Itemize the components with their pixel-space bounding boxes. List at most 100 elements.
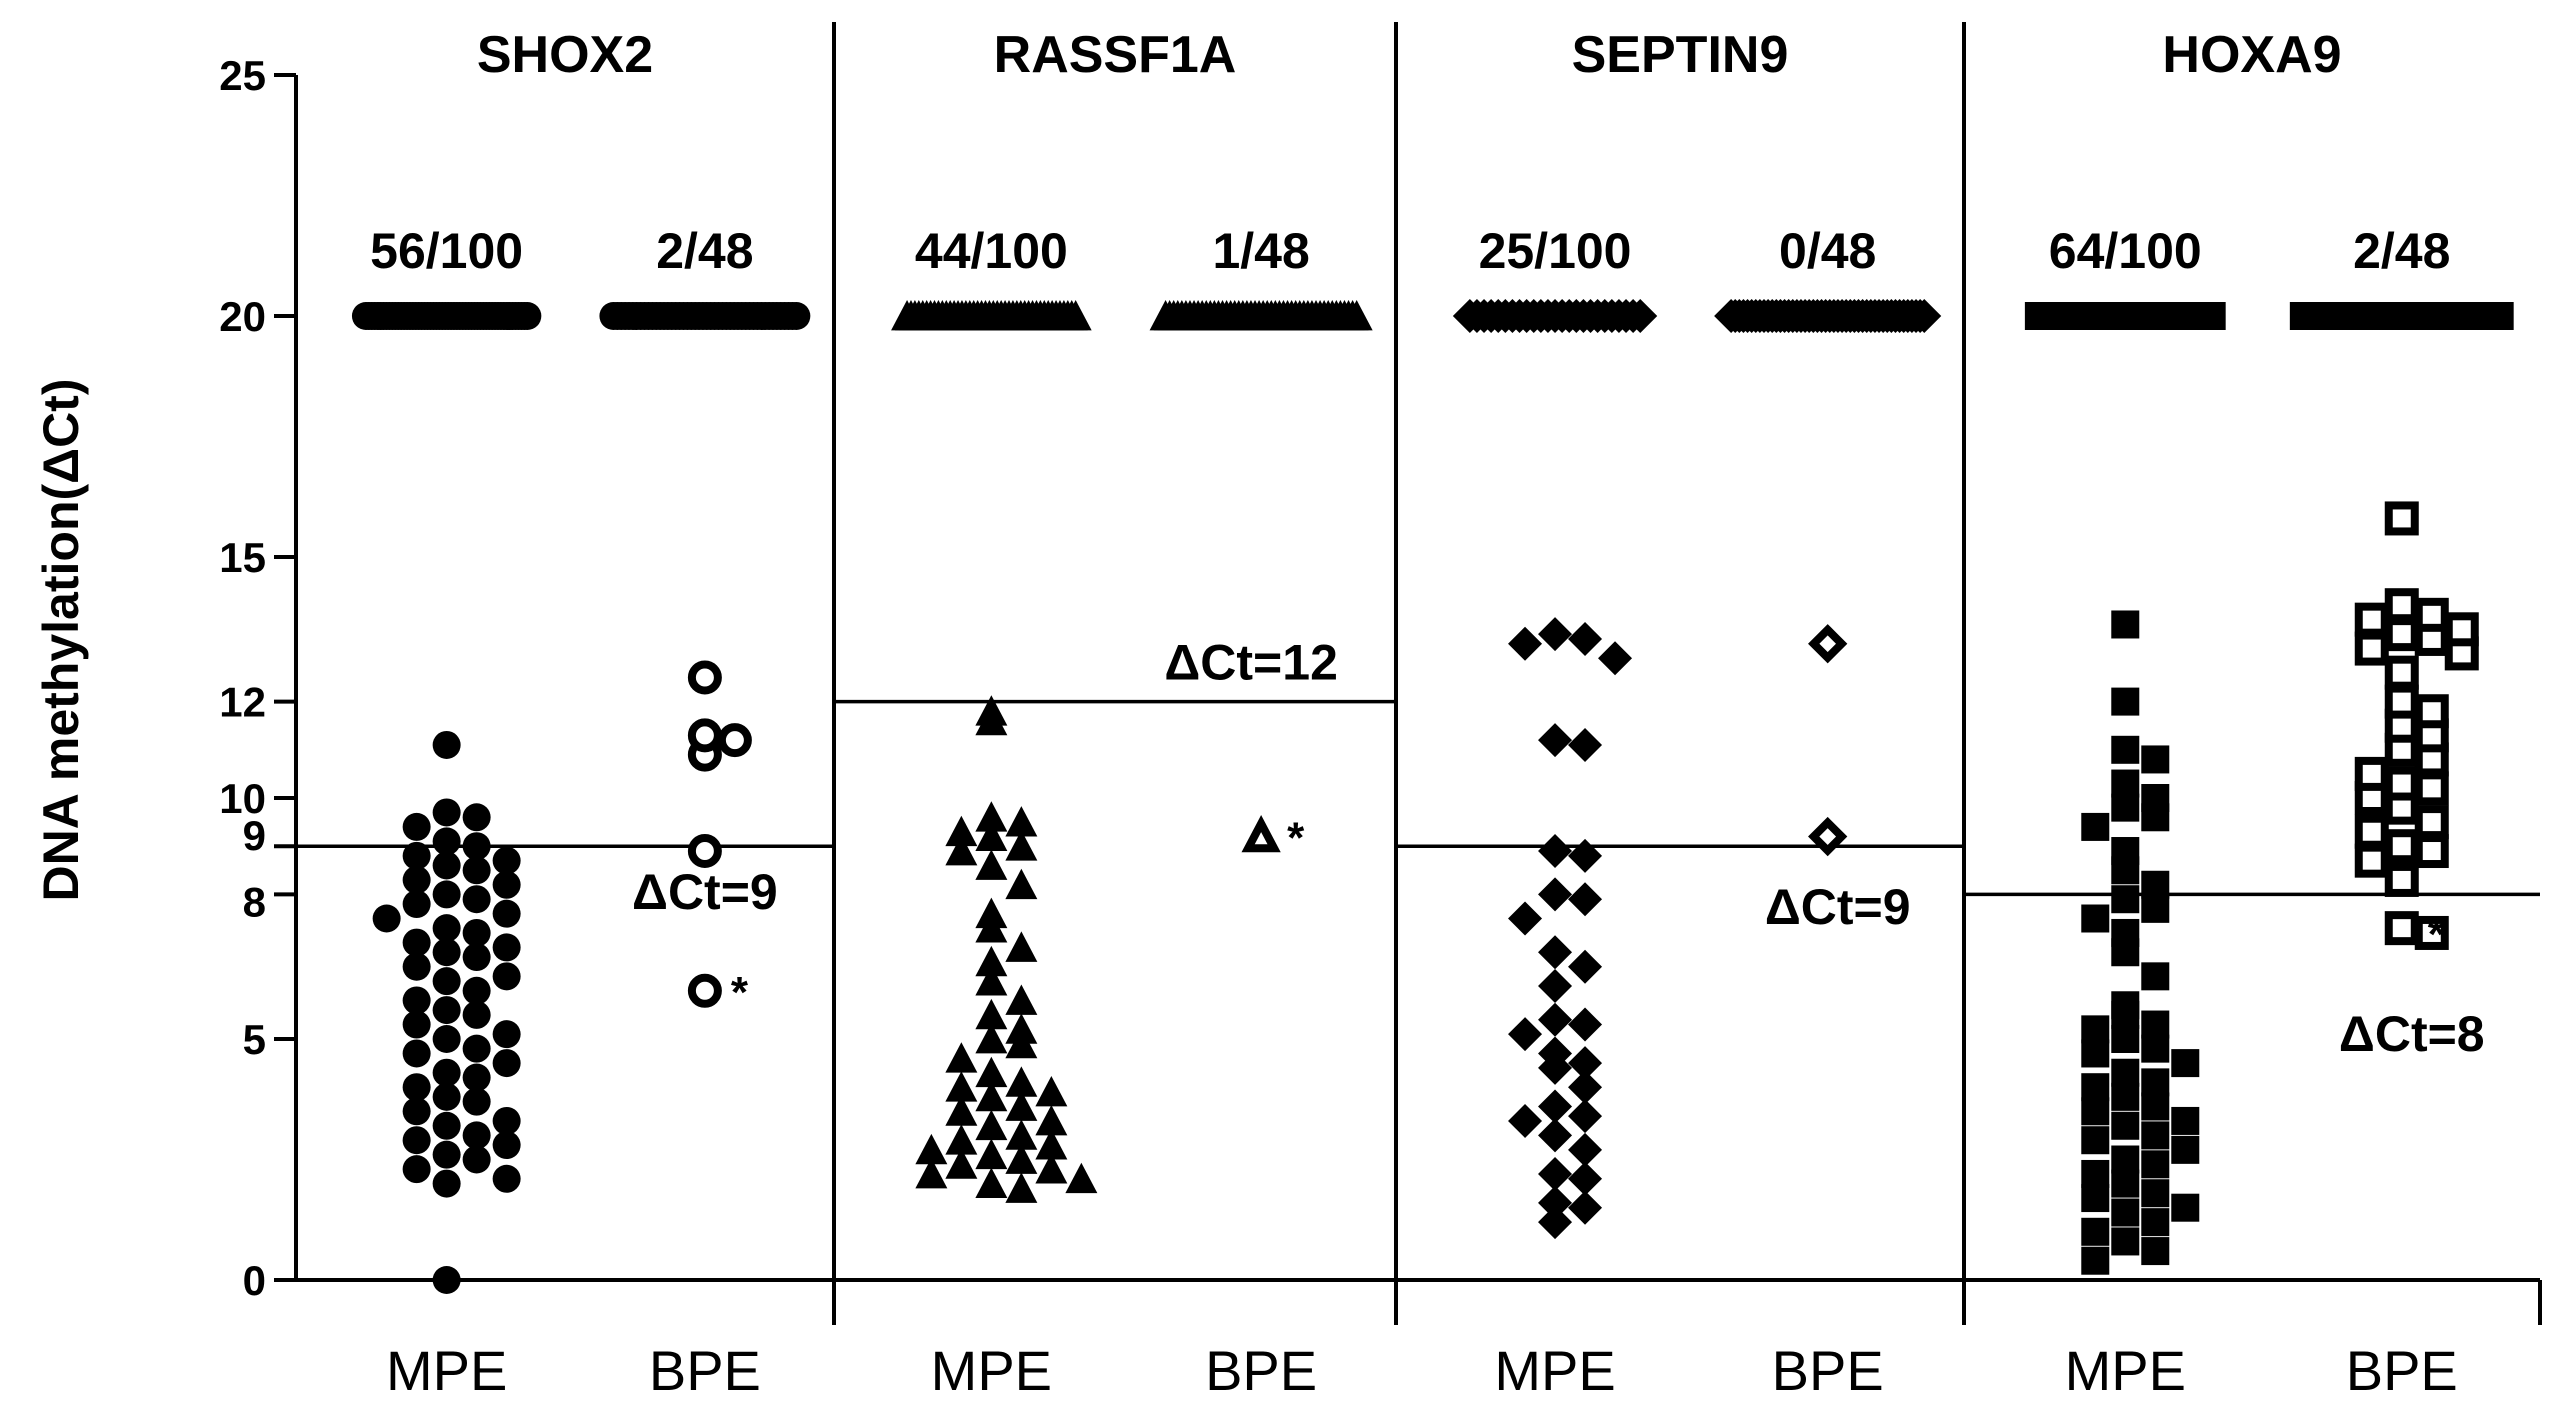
data-point-triangle [975,965,1008,996]
data-point-diamond [1508,626,1543,661]
data-point-square [2414,694,2449,729]
positive-count-label: 44/100 [915,223,1068,279]
data-point-circle [492,1106,521,1135]
data-point-square [2414,597,2449,632]
data-point-square [2111,1058,2140,1087]
y-tick-label: 15 [219,534,266,581]
data-point-circle [492,1049,521,1078]
data-point-circle [402,952,431,981]
data-point-diamond [1568,1190,1603,1225]
asterisk-marker: * [731,968,749,1017]
data-point-square [2081,812,2110,841]
data-point-triangle [975,1109,1008,1141]
data-point-triangle [1005,984,1038,1015]
data-point-circle [432,851,461,880]
data-point-square [2111,918,2140,947]
data-point-circle [432,938,461,967]
data-point-circle [432,1082,461,1111]
data-point-square [2111,687,2140,716]
data-point-circle [462,1087,491,1116]
y-tick-label: 25 [219,52,266,99]
data-point-triangle [975,1023,1008,1054]
data-point-triangle [1005,830,1038,861]
data-point-diamond [1538,617,1573,652]
data-point-triangle [1035,1104,1068,1136]
data-point-square [2354,602,2389,637]
data-point-square [2171,1135,2200,1164]
data-point-square [2141,1068,2170,1097]
data-point-circle [492,846,521,875]
data-point-square [2354,631,2389,666]
data-point-circle [432,730,461,759]
data-point-circle [432,880,461,909]
data-point-circle [462,918,491,947]
data-point-square [2384,862,2419,897]
data-point-circle [432,1058,461,1087]
group-bpe: BPE 2/48 * [599,223,811,1402]
data-point-square [2111,1227,2140,1256]
gene-title: HOXA9 [2162,26,2341,84]
data-point-square [2384,766,2419,801]
positive-count-label: 1/48 [1212,223,1309,279]
data-point-triangle [1005,1090,1038,1121]
data-point-circle [432,1111,461,1140]
data-point-circle [492,1020,521,1049]
data-point-square [2111,1169,2140,1198]
data-point-diamond [1568,1070,1603,1105]
data-point-circle [402,1073,431,1102]
data-point-circle [402,1097,431,1126]
data-point-triangle [975,695,1008,726]
data-point-circle [462,885,491,914]
data-point-circle [402,986,431,1015]
data-point-diamond [1568,1132,1603,1167]
data-point-circle [402,865,431,894]
y-axis-label: DNA methylation(ΔCt) [33,379,89,902]
data-point-square [2141,894,2170,923]
data-point-circle [432,798,461,827]
x-category-label: BPE [1772,1339,1884,1402]
data-point-diamond [1907,299,1942,333]
data-point-triangle [1005,868,1038,900]
positive-count-label: 2/48 [656,223,753,279]
y-tick-label: 20 [219,293,266,340]
data-point-square [2171,1106,2200,1135]
data-point-triangle [1005,931,1038,962]
data-point-triangle [1005,1066,1038,1097]
data-point-diamond [1508,901,1543,936]
data-point-circle [402,841,431,870]
cutoff-label: ΔCt=9 [1765,879,1911,935]
data-point-square [2141,745,2170,774]
positive-count-label: 56/100 [370,223,523,279]
data-point-triangle [1035,1153,1068,1184]
data-point-square [2384,684,2419,719]
asterisk-marker: * [2428,910,2446,959]
data-point-circle [782,302,811,330]
data-point-diamond [1623,299,1658,333]
x-category-label: BPE [2346,1339,2458,1402]
data-point-square [2141,1010,2170,1039]
data-point-triangle [1005,1143,1038,1174]
data-point-square [2111,735,2140,764]
data-point-square [2414,805,2449,840]
data-point-diamond [1538,1036,1573,1071]
data-point-diamond [1538,1156,1573,1191]
data-point-square [2081,1015,2110,1044]
x-category-label: BPE [649,1339,761,1402]
data-point-square [2111,1198,2140,1227]
data-point-triangle [1340,300,1373,331]
positive-count-label: 2/48 [2353,223,2450,279]
data-point-square [2384,617,2419,652]
data-point-circle [717,723,752,758]
data-point-triangle [975,1080,1008,1112]
data-point-square [2111,1025,2140,1053]
data-point-triangle [945,1148,978,1179]
data-point-diamond [1538,1118,1573,1153]
data-point-triangle [1005,1172,1038,1203]
data-point-square [2141,870,2170,899]
